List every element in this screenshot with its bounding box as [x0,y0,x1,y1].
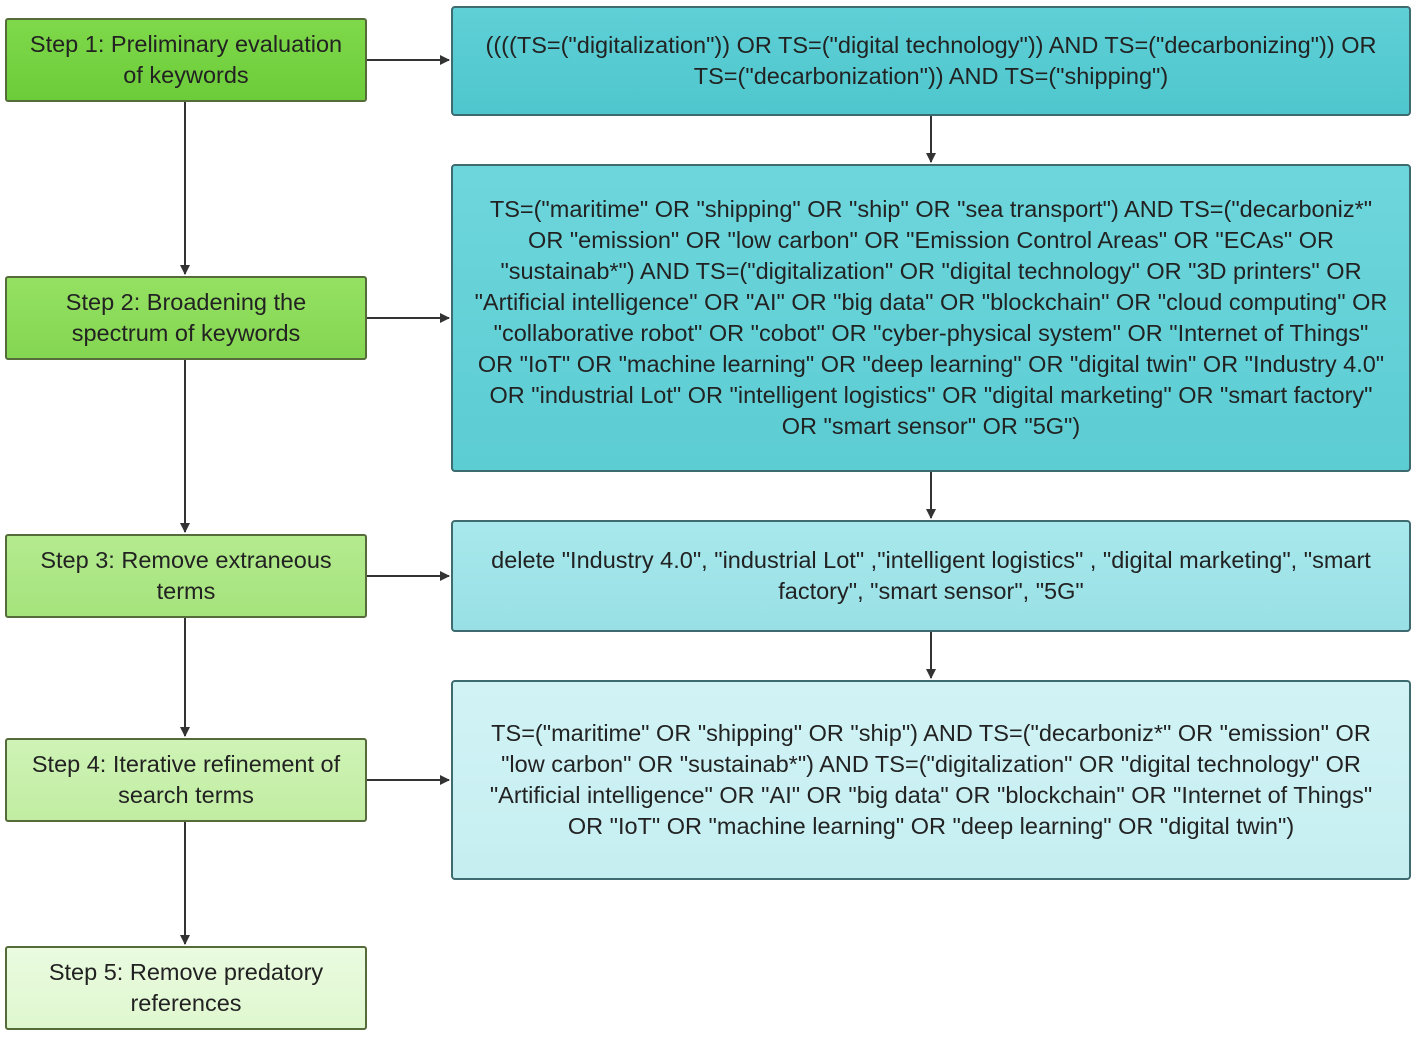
query-3-box: delete "Industry 4.0", "industrial Lot" … [451,520,1411,632]
step-4-label: Step 4: Iterative refinement of search t… [31,751,341,808]
step-3-label: Step 3: Remove extraneous terms [40,547,332,604]
query-3-text: delete "Industry 4.0", "industrial Lot" … [491,547,1371,604]
query-2-text: TS=("maritime" OR "shipping" OR "ship" O… [474,196,1388,439]
step-1-label: Step 1: Preliminary evaluation of keywor… [29,31,343,88]
step-5-box: Step 5: Remove predatory references [5,946,367,1030]
query-4-text: TS=("maritime" OR "shipping" OR "ship") … [489,720,1373,839]
step-4-box: Step 4: Iterative refinement of search t… [5,738,367,822]
query-1-box: ((((TS=("digitalization")) OR TS=("digit… [451,6,1411,116]
step-2-label: Step 2: Broadening the spectrum of keywo… [65,289,307,346]
query-2-box: TS=("maritime" OR "shipping" OR "ship" O… [451,164,1411,472]
step-1-box: Step 1: Preliminary evaluation of keywor… [5,18,367,102]
step-2-box: Step 2: Broadening the spectrum of keywo… [5,276,367,360]
step-5-label: Step 5: Remove predatory references [48,959,324,1016]
query-4-box: TS=("maritime" OR "shipping" OR "ship") … [451,680,1411,880]
query-1-text: ((((TS=("digitalization")) OR TS=("digit… [485,32,1377,89]
step-3-box: Step 3: Remove extraneous terms [5,534,367,618]
